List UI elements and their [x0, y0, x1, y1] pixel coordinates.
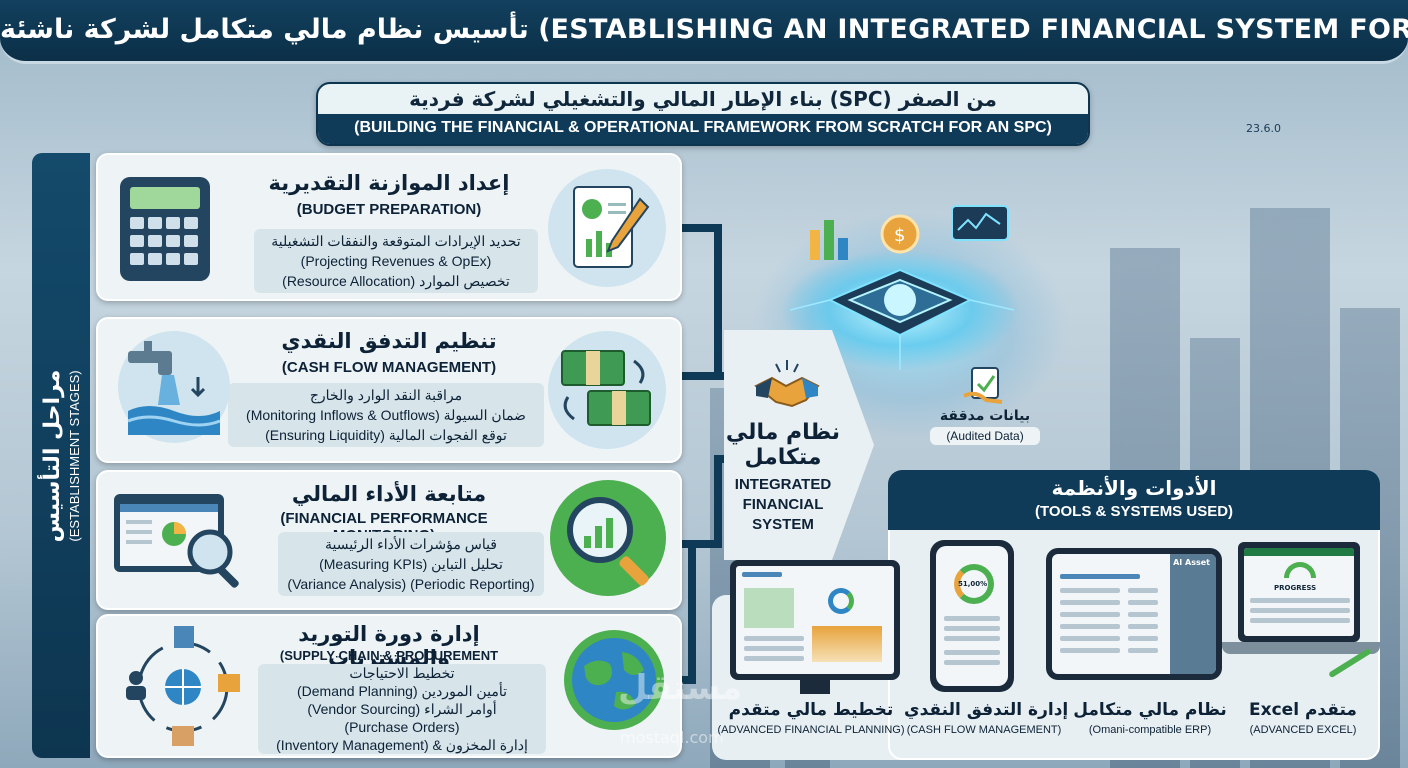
supply-cycle-icon: [118, 622, 248, 752]
connector-line: [682, 224, 722, 232]
hub-title-english: INTEGRATED FINANCIAL SYSTEM: [734, 476, 832, 533]
stage-card-performance: متابعة الأداء المالي (FINANCIAL PERFORMA…: [96, 470, 682, 610]
detail-line: تخطيط الاحتياجات: [349, 665, 455, 681]
globe-ship-icon: [564, 630, 664, 730]
detail-line: (Inventory Management) & إدارة المخزون: [276, 737, 528, 753]
tool-label-arabic: إدارة التدفق النقدي: [904, 700, 1069, 720]
tool-label-arabic: تخطيط مالي متقدم: [728, 700, 894, 720]
chart-tag: 23.6.0: [1246, 122, 1281, 135]
audited-data-label: بيانات مدققة (Audited Data): [930, 408, 1040, 445]
budget-document-icon: [548, 169, 666, 287]
audited-data-icon: [962, 366, 1008, 406]
detail-line: مراقبة النقد الوارد والخارج: [309, 387, 463, 403]
stage-title-english: (CASH FLOW MANAGEMENT): [281, 359, 497, 376]
audited-english: (Audited Data): [930, 427, 1040, 445]
connector-line: [714, 460, 722, 548]
stage-title-arabic: متابعة الأداء المالي: [291, 482, 487, 506]
audited-arabic: بيانات مدققة: [939, 408, 1031, 424]
detail-line: (Demand Planning) تأمين الموردين: [297, 683, 507, 699]
stage-details: قياس مؤشرات الأداء الرئيسية (Measuring K…: [278, 532, 544, 596]
financial-planning-monitor: [730, 560, 900, 680]
tool-label-english: (ADVANCED FINANCIAL PLANNING): [717, 724, 905, 736]
phone-value: 51,00%: [958, 580, 988, 588]
svg-text:$: $: [894, 225, 905, 246]
tool-excel: Excel متقدم (ADVANCED EXCEL): [1238, 700, 1368, 736]
stage-title-english: (BUDGET PREPARATION): [296, 201, 482, 218]
detail-line: (Variance Analysis) (Periodic Reporting): [287, 576, 535, 592]
page-title: تأسيس نظام مالي متكامل لشركة ناشئة (ESTA…: [0, 14, 1408, 45]
monitor-stand: [800, 680, 830, 694]
stage-title-arabic: تنظيم التدفق النقدي: [281, 329, 497, 353]
detail-line: (Monitoring Inflows & Outflows) ضمان الس…: [246, 407, 526, 423]
stage-details: تخطيط الاحتياجات (Demand Planning) تأمين…: [258, 664, 546, 754]
tool-cash-flow: إدارة التدفق النقدي (CASH FLOW MANAGEMEN…: [904, 700, 1069, 736]
erp-label: AI Asset: [1173, 558, 1210, 567]
detail-line: (Purchase Orders): [344, 719, 460, 735]
subtitle-arabic: بناء الإطار المالي والتشغيلي لشركة فردية…: [409, 87, 997, 111]
handshake-icon: [752, 356, 822, 416]
sidebar-label-english: (ESTABLISHMENT STAGES): [67, 369, 82, 542]
tool-erp: نظام مالي متكامل (Omani-compatible ERP): [1070, 700, 1230, 736]
connector-line: [682, 372, 732, 380]
connector-line: [688, 540, 696, 684]
tool-advanced-planning: تخطيط مالي متقدم (ADVANCED FINANCIAL PLA…: [716, 700, 906, 736]
laptop-base: [1222, 642, 1380, 654]
title-banner: تأسيس نظام مالي متكامل لشركة ناشئة (ESTA…: [0, 0, 1408, 64]
erp-tablet: AI Asset: [1046, 548, 1222, 680]
magnifier-chart-icon: [550, 480, 666, 596]
subtitle-english: (BUILDING THE FINANCIAL & OPERATIONAL FR…: [354, 119, 1052, 136]
detail-line: قياس مؤشرات الأداء الرئيسية: [325, 536, 497, 552]
dashboard-magnifier-icon: [112, 490, 252, 594]
tool-label-english: (Omani-compatible ERP): [1088, 724, 1212, 736]
watermark-url: mostaql.com: [620, 728, 724, 747]
tools-title-english: (TOOLS & SYSTEMS USED): [1034, 503, 1234, 520]
tool-label-arabic: نظام مالي متكامل: [1073, 700, 1227, 720]
stage-card-cash-flow: تنظيم التدفق النقدي (CASH FLOW MANAGEMEN…: [96, 317, 682, 463]
tools-panel-header: الأدوات والأنظمة (TOOLS & SYSTEMS USED): [888, 470, 1380, 530]
tool-label-english: (CASH FLOW MANAGEMENT): [906, 724, 1062, 736]
tool-label-english: (ADVANCED EXCEL): [1249, 724, 1357, 736]
detail-line: (Resource Allocation) تخصيص الموارد: [282, 273, 510, 289]
water-tap-icon: [118, 331, 230, 443]
stage-card-supply-chain: إدارة دورة التوريد والمشتريات (SUPPLY CH…: [96, 614, 682, 758]
calculator-icon: [118, 175, 212, 283]
cash-stack-icon: [548, 331, 666, 449]
stage-details: مراقبة النقد الوارد والخارج (Monitoring …: [228, 383, 544, 447]
detail-line: (Projecting Revenues & OpEx): [300, 253, 492, 269]
cash-flow-phone: 51,00%: [930, 540, 1014, 692]
connector-line: [714, 224, 722, 374]
stage-details: تحديد الإيرادات المتوقعة والنفقات التشغي…: [254, 229, 538, 293]
excel-laptop: PROGRESS: [1238, 542, 1360, 642]
watermark: مستقل: [618, 668, 743, 708]
tool-label-arabic: Excel متقدم: [1249, 700, 1357, 720]
detail-line: (Ensuring Liquidity) توقع الفجوات المالي…: [265, 427, 507, 443]
detail-line: تحديد الإيرادات المتوقعة والنفقات التشغي…: [271, 233, 521, 249]
detail-line: (Measuring KPIs) تحليل التباين: [319, 556, 503, 572]
integrated-chip-graphic: $: [770, 150, 1030, 400]
excel-label: PROGRESS: [1274, 584, 1317, 592]
subtitle-box: بناء الإطار المالي والتشغيلي لشركة فردية…: [316, 82, 1090, 146]
detail-line: (Vendor Sourcing) أوامر الشراء: [307, 701, 497, 717]
stage-title-arabic: إعداد الموازنة التقديرية: [268, 171, 510, 195]
stage-card-budget: إعداد الموازنة التقديرية (BUDGET PREPARA…: [96, 153, 682, 301]
stages-sidebar: مراحل التأسيس (ESTABLISHMENT STAGES): [32, 153, 90, 758]
tools-title-arabic: الأدوات والأنظمة: [1051, 476, 1217, 500]
sidebar-label-arabic: مراحل التأسيس: [40, 369, 65, 542]
connector-line: [682, 540, 722, 548]
hub-title-arabic: نظام مالي متكامل: [725, 420, 841, 470]
